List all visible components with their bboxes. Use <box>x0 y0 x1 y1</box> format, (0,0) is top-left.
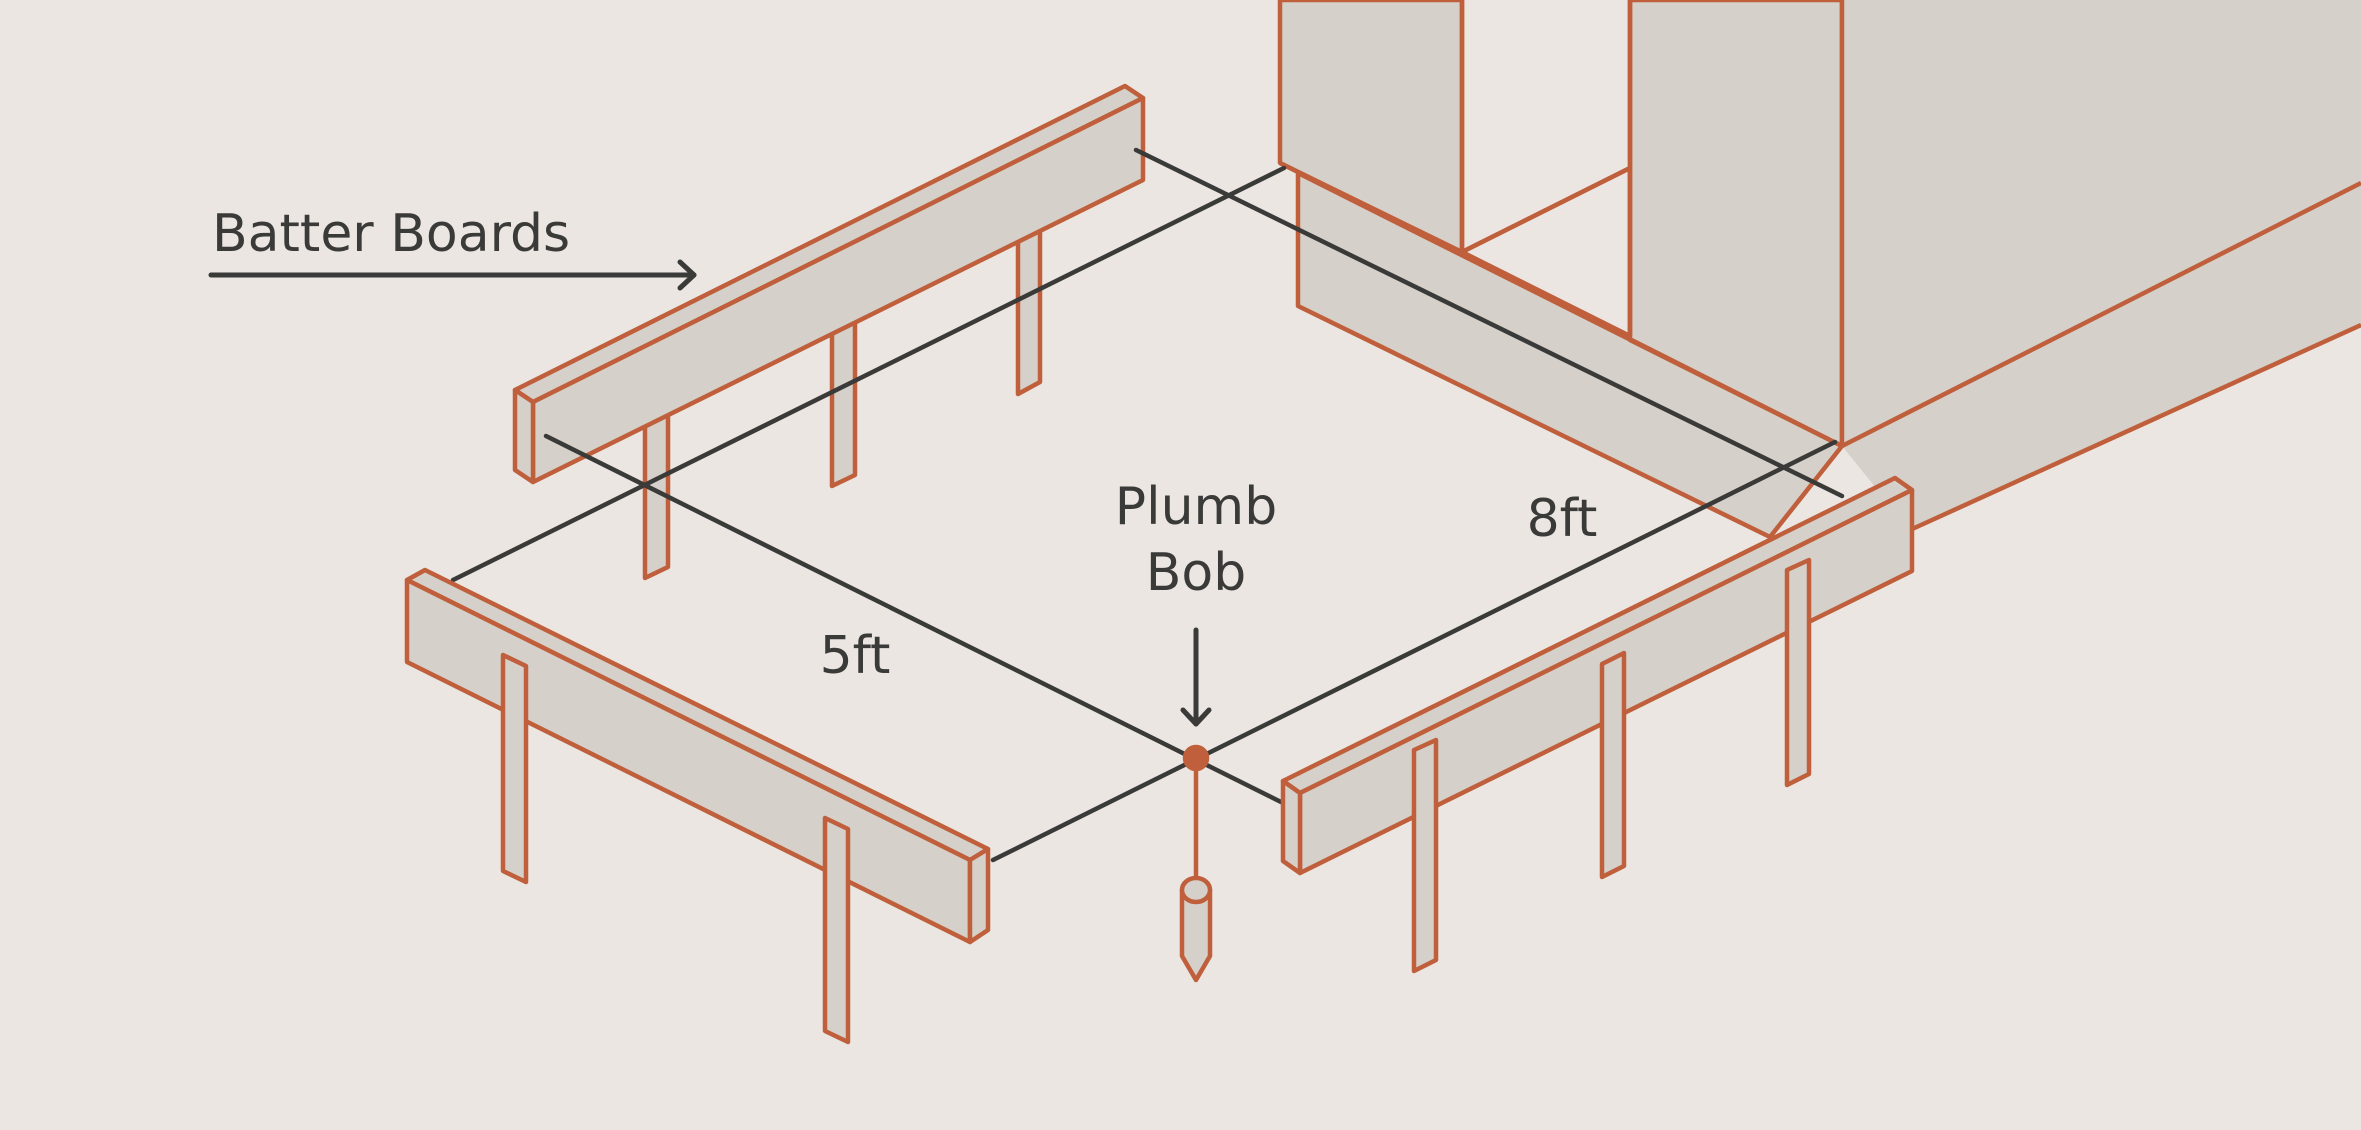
arrow-right-icon <box>208 259 697 291</box>
plumb-label: Plumb <box>1115 477 1277 537</box>
stake <box>822 815 851 1045</box>
batter-board-front-right <box>1280 475 1915 974</box>
board-end <box>1280 778 1303 876</box>
stake <box>829 316 858 489</box>
board-top <box>512 83 1146 405</box>
house-top-eave <box>1840 180 2361 449</box>
board-end <box>512 387 536 485</box>
string-line-right-back <box>1133 147 1845 499</box>
arrow-down-icon <box>1180 627 1212 727</box>
plumb-bob-cap <box>1179 875 1213 905</box>
board-end <box>967 846 991 945</box>
plumb-bob <box>1179 744 1213 983</box>
string-line-right-front <box>990 439 1838 863</box>
batter-board-front-left <box>404 567 991 1045</box>
bob-label: Bob <box>1146 543 1247 603</box>
stake <box>500 652 529 885</box>
stake <box>1015 223 1043 397</box>
house-bay-edge <box>1460 165 1632 255</box>
house-side-wall <box>1842 0 2361 530</box>
stake <box>1599 650 1627 880</box>
board-top <box>1280 475 1915 796</box>
string-line-left-front <box>543 433 1284 805</box>
house-front-top <box>1278 160 1844 449</box>
batter-board-back-left <box>512 83 1146 581</box>
stake <box>1411 737 1439 974</box>
string-line-left-back <box>450 165 1287 583</box>
house-structure <box>1277 0 2361 540</box>
string-lines <box>450 147 1845 863</box>
stake <box>1784 557 1812 788</box>
house-base-edge <box>1909 322 2361 533</box>
string-intersection-point <box>1182 744 1210 772</box>
eight-ft-label: 8ft <box>1527 489 1598 549</box>
batter-boards-label: Batter Boards <box>212 204 570 264</box>
five-ft-label: 5ft <box>820 626 891 686</box>
